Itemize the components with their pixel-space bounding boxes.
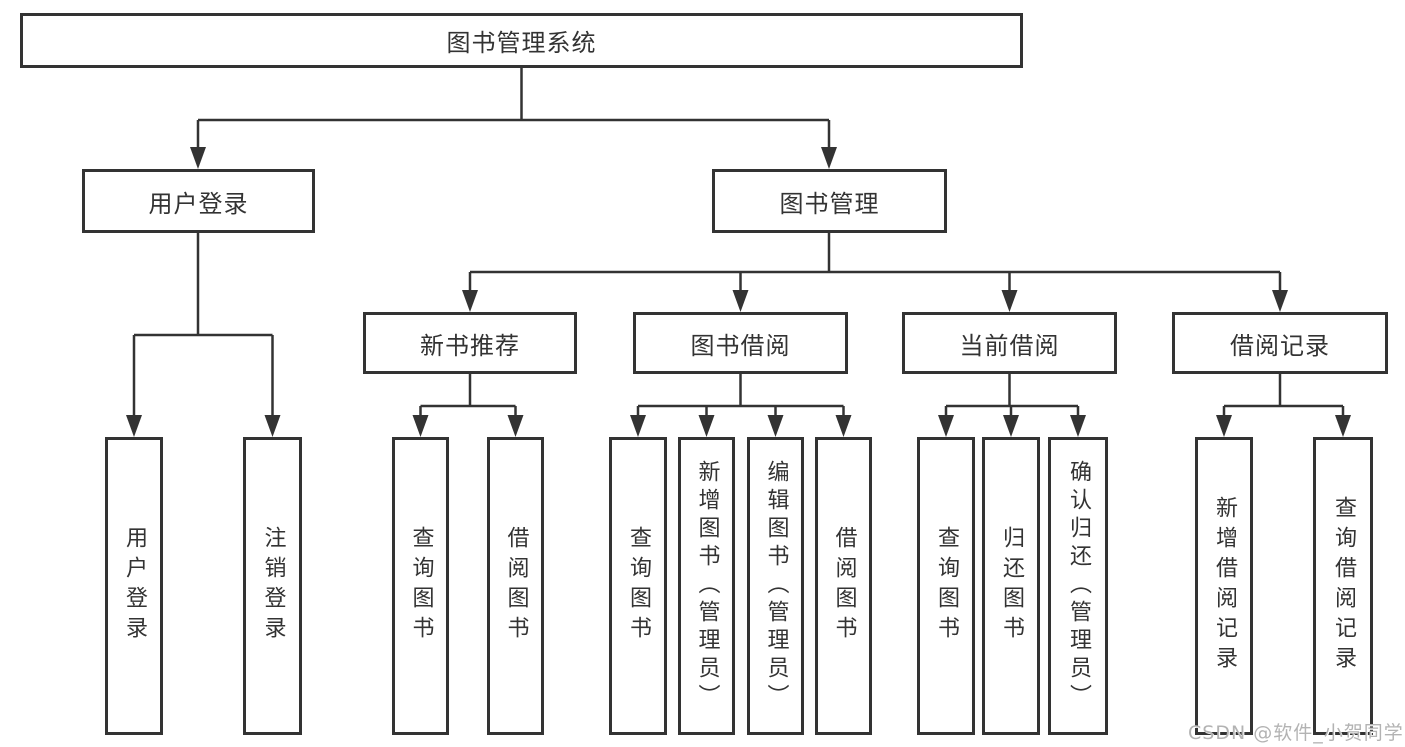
node-label: 借阅记录 (1230, 331, 1330, 360)
node-label: 查询借阅记录 (1331, 496, 1356, 676)
leaf-return-books: 归还图书 (982, 437, 1040, 735)
node-user-login: 用户登录 (82, 169, 315, 233)
node-label: 新增借阅记录 (1212, 496, 1237, 676)
node-label: 查询图书 (626, 526, 651, 646)
leaf-borrow-books-recommend: 借阅图书 (487, 437, 544, 735)
node-library-system: 图书管理系统 (20, 13, 1023, 68)
leaf-query-books-borrow: 查询图书 (609, 437, 667, 735)
node-label: 注销登录 (260, 526, 286, 646)
node-label: 图书管理系统 (446, 29, 597, 57)
node-label: 借阅图书 (503, 526, 529, 646)
node-label: 查询图书 (934, 526, 959, 646)
node-label: 归还图书 (999, 526, 1024, 646)
leaf-user-login: 用户登录 (105, 437, 163, 735)
node-label: 图书管理 (779, 189, 880, 218)
leaf-borrow-books: 借阅图书 (815, 437, 872, 735)
node-label: 用户登录 (148, 189, 249, 218)
leaf-add-books-admin: 新增图书（管理员） (678, 437, 735, 735)
leaf-query-books-recommend: 查询图书 (392, 437, 449, 735)
node-label: 新增图书（管理员） (694, 460, 720, 712)
csdn-watermark: CSDN @软件_小贺同学 (1188, 722, 1404, 744)
node-label: 用户登录 (122, 526, 147, 646)
node-current-borrow: 当前借阅 (902, 312, 1117, 374)
node-label: 图书借阅 (690, 331, 791, 360)
leaf-logout: 注销登录 (243, 437, 302, 735)
node-label: 确认归还（管理员） (1066, 460, 1091, 712)
leaf-add-borrow-record: 新增借阅记录 (1195, 437, 1253, 735)
leaf-query-books-current: 查询图书 (917, 437, 975, 735)
node-label: 查询图书 (408, 526, 434, 646)
node-label: 借阅图书 (831, 526, 857, 646)
leaf-query-borrow-record: 查询借阅记录 (1313, 437, 1373, 735)
node-label: 当前借阅 (959, 331, 1060, 360)
node-label: 新书推荐 (420, 331, 520, 360)
leaf-confirm-return-admin: 确认归还（管理员） (1048, 437, 1108, 735)
leaf-edit-books-admin: 编辑图书（管理员） (747, 437, 804, 735)
node-label: 编辑图书（管理员） (763, 460, 789, 712)
node-borrow-records: 借阅记录 (1172, 312, 1388, 374)
node-new-book-recommend: 新书推荐 (363, 312, 577, 374)
node-book-borrow: 图书借阅 (633, 312, 848, 374)
node-book-management: 图书管理 (712, 169, 947, 233)
